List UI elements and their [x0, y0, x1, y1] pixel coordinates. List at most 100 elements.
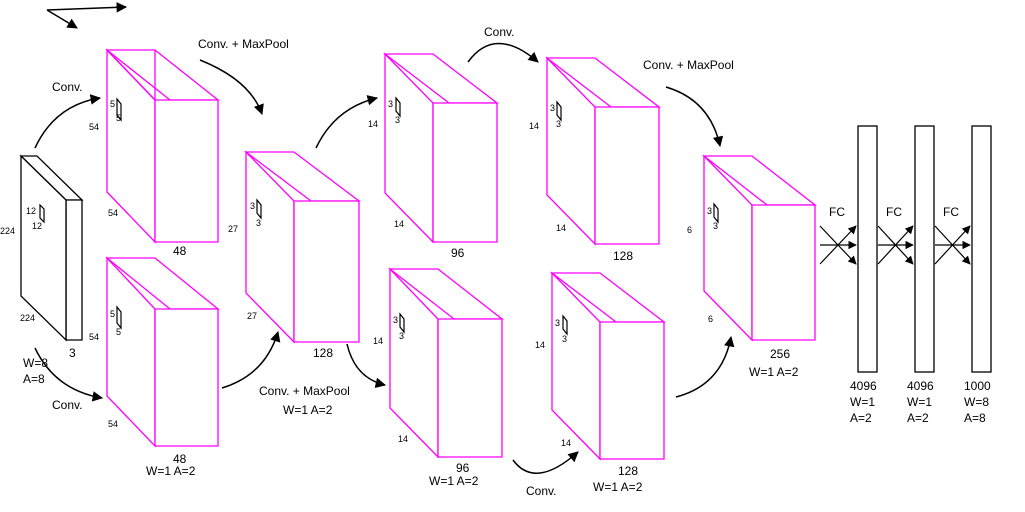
- layer5-front-size: 6: [708, 314, 713, 324]
- fc3-w: W=8: [964, 395, 989, 409]
- layer5-kernel-w: 3: [713, 221, 718, 231]
- layer3-bottom-block: [388, 267, 504, 459]
- input-a-label: A=8: [23, 372, 45, 386]
- arrow-conv-bottom-mid: [512, 451, 579, 474]
- op-conv-top: Conv.: [52, 80, 82, 94]
- layer3-bottom-side-size: 14: [373, 336, 383, 346]
- layer4-top-kernel-h: 3: [550, 103, 555, 113]
- layer2-kernel-h: 3: [250, 201, 255, 211]
- layer4-bottom-block: [550, 271, 666, 461]
- fc2-a: A=2: [907, 411, 929, 425]
- fc3-op-label: FC: [943, 205, 959, 219]
- layer1-bottom-side-size: 54: [89, 332, 99, 342]
- op-convpool-bottom-wa: W=1 A=2: [283, 403, 333, 417]
- layer2-depth: 128: [313, 346, 333, 360]
- layer3-top-depth: 96: [451, 246, 465, 260]
- arrow-convpool-bottom: [221, 330, 281, 389]
- layer4-top-front-size: 14: [556, 223, 566, 233]
- layer1-bottom-kernel-h: 5: [110, 309, 115, 319]
- op-convpool-bottom: Conv. + MaxPool: [259, 384, 350, 398]
- input-width-label: 224: [20, 313, 35, 323]
- layer3-bottom-kernel-h: 3: [393, 315, 398, 325]
- layer1-bottom-front-size: 54: [108, 419, 118, 429]
- layer1-top-side-size: 54: [89, 122, 99, 132]
- input-depth-label: 3: [69, 346, 76, 360]
- fc-layer-3: [971, 125, 992, 373]
- fc-layer-2: [914, 125, 935, 373]
- layer4-bottom-side-size: 14: [535, 340, 545, 350]
- layer3-top-kernel-w: 3: [395, 115, 400, 125]
- layer1-top-front-size: 54: [108, 208, 118, 218]
- fc-layer-1: [857, 125, 878, 373]
- layer3-top-kernel-h: 3: [388, 99, 393, 109]
- layer5-block: [702, 154, 817, 342]
- layer4-bottom-kernel-icon: [562, 314, 568, 336]
- fc1-op-label: FC: [829, 205, 845, 219]
- fc1-w: W=1: [850, 395, 875, 409]
- layer5-kernel-icon: [713, 202, 719, 224]
- fc2-op-label: FC: [886, 205, 902, 219]
- layer3-bottom-depth: 96: [456, 461, 470, 475]
- layer1-top-kernel-h: 5: [110, 99, 115, 109]
- layer3-top-block: [383, 52, 499, 244]
- fc2-w: W=1: [907, 395, 932, 409]
- layer1-bottom-kernel-w: 5: [116, 327, 121, 337]
- layer4-top-depth: 128: [613, 249, 633, 263]
- op-convpool-right: Conv. + MaxPool: [643, 58, 734, 72]
- layer1-top-depth: 48: [173, 244, 187, 258]
- layer1-bottom-wa: W=1 A=2: [146, 464, 196, 478]
- fc1-a: A=2: [850, 411, 872, 425]
- arrow-conv-top-mid: [467, 42, 539, 63]
- layer3-bottom-kernel-icon: [399, 312, 405, 334]
- arrow-l4-l5-bottom: [675, 335, 735, 398]
- layer3-top-kernel-icon: [395, 96, 401, 118]
- layer5-side-size: 6: [687, 225, 692, 235]
- layer4-top-block: [545, 56, 661, 246]
- arrow-convpool-right: [665, 86, 724, 148]
- layer4-bottom-kernel-h: 3: [555, 318, 560, 328]
- fc3-a: A=8: [964, 411, 986, 425]
- layer2-front-size: 27: [247, 311, 257, 321]
- layer1-top-kernel-icon: [116, 97, 122, 122]
- layer4-bottom-depth: 128: [618, 464, 638, 478]
- arrow-l2-l3-bottom: [346, 343, 387, 388]
- layer1-bottom-block: [105, 256, 220, 448]
- op-conv-bottom-mid: Conv.: [526, 484, 556, 498]
- arrow-convpool-top: [199, 59, 264, 115]
- fc2-units: 4096: [907, 379, 934, 393]
- op-convpool-top: Conv. + MaxPool: [198, 37, 289, 51]
- fc3-units: 1000: [964, 379, 991, 393]
- fc-cross-arrows: [819, 225, 971, 265]
- layer4-bottom-front-size: 14: [561, 438, 571, 448]
- arrow-conv-bottom: [34, 347, 104, 402]
- input-kernel-icon: [39, 203, 45, 224]
- layer2-kernel-w: 3: [256, 218, 261, 228]
- layer2-block: [244, 150, 361, 344]
- layer2-side-size: 27: [228, 224, 238, 234]
- layer1-top-kernel-w: 5: [116, 113, 121, 123]
- layer4-bottom-kernel-w: 3: [562, 334, 567, 344]
- layer5-wa: W=1 A=2: [749, 365, 799, 379]
- layer4-top-side-size: 14: [529, 121, 539, 131]
- input-volume: 12 12 224 224 3 W=8 A=8: [0, 154, 84, 386]
- layer5-depth: 256: [770, 347, 790, 361]
- layer3-bottom-front-size: 14: [398, 434, 408, 444]
- layer4-bottom-wa: W=1 A=2: [593, 480, 643, 494]
- layer4-top-kernel-icon: [556, 100, 562, 122]
- op-conv-top-mid: Conv.: [484, 25, 514, 39]
- layer3-top-front-size: 14: [394, 219, 404, 229]
- layer1-bottom-depth: 48: [173, 452, 187, 466]
- layer3-bottom-kernel-w: 3: [399, 331, 404, 341]
- op-conv-bottom: Conv.: [52, 398, 82, 412]
- arrow-conv-top: [34, 94, 102, 149]
- layer1-bottom-kernel-icon: [116, 305, 122, 330]
- arrow-l2-l3-top: [315, 95, 379, 149]
- layer1-top-block: [105, 48, 220, 244]
- fc1-units: 4096: [850, 379, 877, 393]
- layer2-kernel-icon: [256, 198, 262, 220]
- layer5-kernel-h: 3: [707, 206, 712, 216]
- layer3-bottom-wa: W=1 A=2: [429, 474, 479, 488]
- layer4-top-kernel-w: 3: [556, 119, 561, 129]
- orientation-indicator-icon: [46, 2, 128, 29]
